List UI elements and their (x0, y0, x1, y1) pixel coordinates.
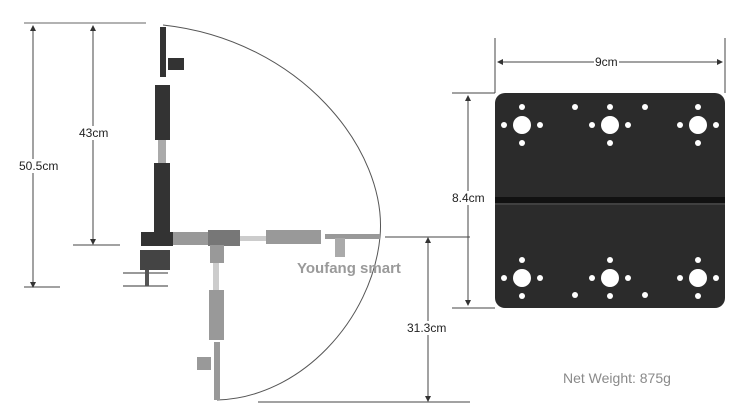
net-weight-label: Net Weight: 875g (563, 370, 671, 386)
robot-arm (123, 27, 380, 400)
base-plate (495, 93, 725, 308)
lower-reach-label: 31.3cm (406, 321, 448, 335)
arm-height-label: 43cm (78, 126, 110, 140)
reach-arc (162, 24, 381, 401)
plate-width-label: 9cm (594, 55, 619, 69)
brand-watermark: Youfang smart (297, 260, 401, 277)
plate-height-label: 8.4cm (451, 191, 486, 205)
total-height-label: 50.5cm (18, 159, 60, 173)
